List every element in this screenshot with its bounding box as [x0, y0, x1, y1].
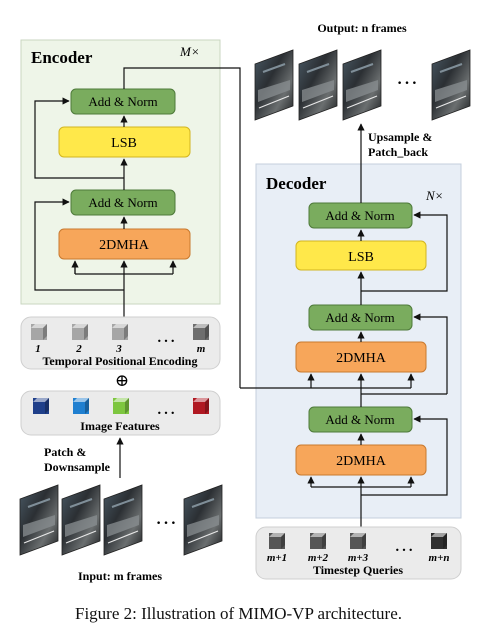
encoder-connectors [34, 67, 241, 388]
encoder-add-norm-top [70, 88, 176, 115]
decoder-add-norm-2-label: Add & Norm [325, 310, 394, 325]
encoder-2dmha-label: 2DMHA [99, 238, 150, 253]
input-ellipsis: … [155, 504, 177, 529]
encoder-add-norm-bottom [70, 189, 176, 216]
temporal-encoding-title: Temporal Positional Encoding [43, 354, 198, 368]
output-label: Output: n frames [317, 21, 407, 35]
input-frames [19, 484, 223, 556]
input-frame-4 [183, 484, 223, 556]
image-features-title: Image Features [80, 419, 160, 433]
encoder-title: Encoder [31, 48, 93, 67]
decoder-2dmha-1-label: 2DMHA [336, 351, 387, 366]
timestep-queries-panel [255, 526, 462, 580]
input-frame-1 [19, 484, 59, 556]
feature-cubes [33, 398, 209, 414]
encoder-add-norm-top-label: Add & Norm [88, 94, 157, 109]
decoder-block: Decoder N× Add & Norm LSB Add & Norm 2DM… [240, 123, 462, 527]
encoder-repeat-label: M× [179, 44, 200, 59]
upsample-label-1: Upsample & [368, 130, 432, 144]
temporal-encoding-panel [20, 316, 221, 370]
output-frames [254, 49, 471, 121]
feature-ellipsis: … [156, 397, 176, 419]
input-frame-2 [61, 484, 101, 556]
decoder-repeat-label: N× [425, 188, 443, 203]
encoder-panel [20, 39, 221, 305]
temporal-label-3: 3 [115, 343, 122, 355]
timestep-queries-title: Timestep Queries [313, 563, 403, 577]
decoder-add-norm-1-label: Add & Norm [325, 208, 394, 223]
encoder-block: Encoder M× Add & Norm LSB Add & Norm 2DM… [20, 39, 241, 388]
temporal-cubes [31, 324, 209, 340]
output-ellipsis: … [396, 64, 418, 89]
encoder-lsb-label: LSB [111, 136, 137, 151]
figure-caption: Figure 2: Illustration of MIMO-VP archit… [74, 604, 403, 623]
temporal-label-m: m [197, 343, 206, 355]
decoder-2dmha-2-label: 2DMHA [336, 454, 387, 469]
input-frame-3 [103, 484, 143, 556]
decoder-title: Decoder [266, 174, 327, 193]
decoder-lsb-label: LSB [348, 250, 374, 265]
timestep-label-2: m+2 [308, 552, 329, 564]
output-frame-1 [254, 49, 294, 121]
decoder-connectors [240, 123, 448, 527]
decoder-add-norm-3-label: Add & Norm [325, 412, 394, 427]
output-frame-3 [342, 49, 382, 121]
upsample-label-2: Patch_back [368, 145, 428, 159]
encoder-add-norm-bottom-label: Add & Norm [88, 195, 157, 210]
plus-symbol: ⊕ [115, 371, 129, 390]
temporal-label-1: 1 [35, 343, 41, 355]
timestep-ellipsis: … [394, 534, 414, 556]
timestep-label-n: m+n [429, 552, 450, 564]
output-frame-4 [431, 49, 471, 121]
patch-label-2: Downsample [44, 460, 111, 474]
temporal-ellipsis: … [156, 325, 176, 347]
timestep-label-1: m+1 [267, 552, 287, 564]
input-label: Input: m frames [78, 569, 162, 583]
timestep-cubes [269, 533, 447, 549]
output-frame-2 [298, 49, 338, 121]
temporal-label-2: 2 [75, 343, 82, 355]
timestep-label-3: m+3 [348, 552, 369, 564]
patch-label-1: Patch & [44, 445, 86, 459]
